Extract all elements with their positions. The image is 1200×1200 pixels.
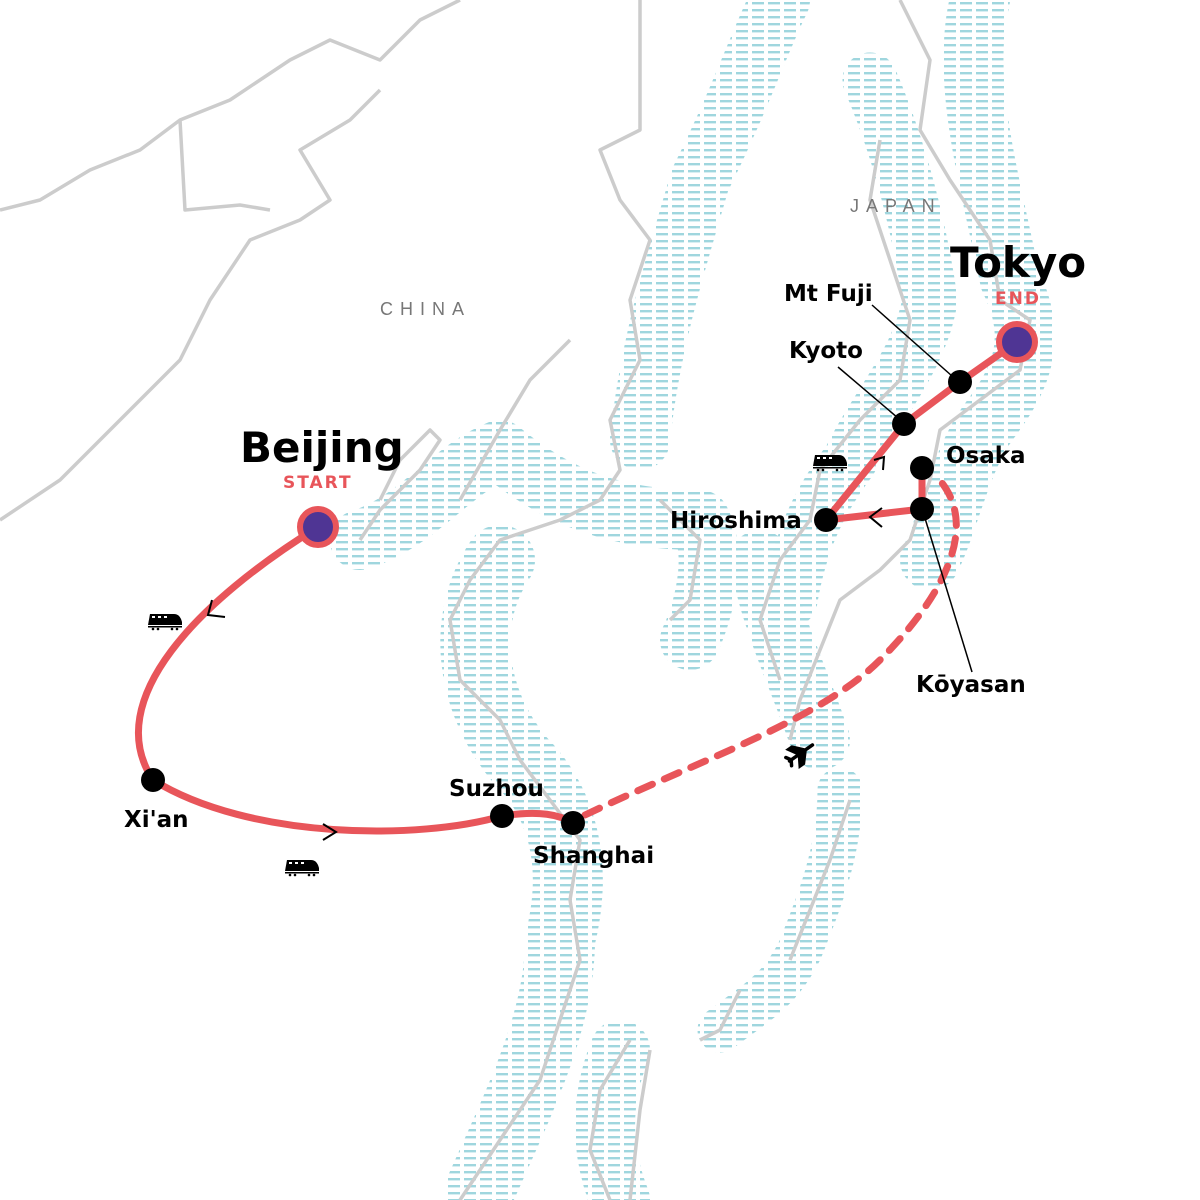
city-label-xian: Xi'an xyxy=(124,807,189,833)
start-tag: START xyxy=(283,473,353,493)
route-flight xyxy=(581,471,960,819)
city-label-tokyo: Tokyo xyxy=(950,238,1086,287)
city-label-suzhou: Suzhou xyxy=(449,776,544,802)
route-beijing-xian xyxy=(134,523,322,784)
borders xyxy=(0,0,1032,1200)
end-tag: END xyxy=(995,289,1041,309)
train-icon xyxy=(148,614,182,631)
city-label-mtfuji: Mt Fuji xyxy=(784,281,873,307)
stop-dots xyxy=(141,370,972,835)
end-marker xyxy=(996,321,1038,363)
country-label-china: CHINA xyxy=(380,299,471,319)
stop-mtfuji xyxy=(948,370,972,394)
city-label-beijing: Beijing xyxy=(240,423,404,472)
route-xian-shanghai xyxy=(149,776,577,835)
stop-koyasan xyxy=(910,497,934,521)
city-label-osaka: Osaka xyxy=(946,443,1026,469)
stop-suzhou xyxy=(490,804,514,828)
stop-xian xyxy=(141,768,165,792)
city-label-shanghai: Shanghai xyxy=(533,843,654,869)
city-label-koyasan: Kōyasan xyxy=(916,672,1026,698)
sea-hatching xyxy=(330,0,1055,1200)
city-label-kyoto: Kyoto xyxy=(789,338,863,364)
plane-icon xyxy=(784,743,815,769)
stop-shanghai xyxy=(561,811,585,835)
country-label-japan: JAPAN xyxy=(850,196,942,216)
start-marker xyxy=(297,506,339,548)
city-label-hiroshima: Hiroshima xyxy=(670,508,802,534)
stop-hiroshima xyxy=(814,508,838,532)
stop-osaka xyxy=(910,456,934,480)
stop-kyoto xyxy=(892,412,916,436)
train-icon xyxy=(285,860,319,877)
direction-arrows xyxy=(206,455,886,841)
leader-lines xyxy=(837,304,973,673)
